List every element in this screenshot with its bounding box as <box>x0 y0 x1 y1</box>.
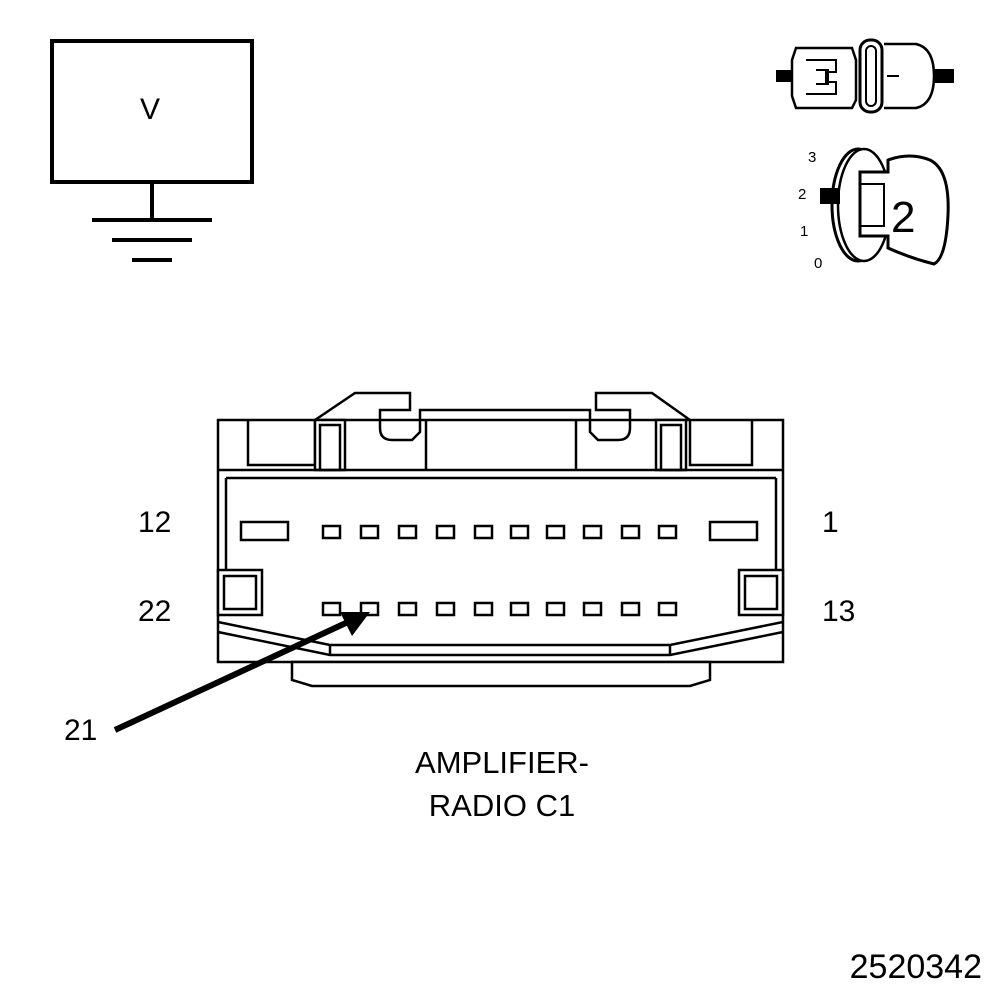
pin-label-top-right: 1 <box>822 506 839 539</box>
callout-pin-label: 21 <box>64 714 98 747</box>
voltmeter-label: V <box>140 93 161 126</box>
ignition-position-1: 1 <box>800 223 809 240</box>
connector-face <box>216 391 785 688</box>
connector-name-line1: AMPLIFIER- <box>415 745 589 780</box>
callout-arrow <box>113 612 370 733</box>
ignition-indicator-icon <box>820 188 840 204</box>
pin-label-bottom-left: 22 <box>138 595 172 628</box>
pin-label-top-left: 12 <box>138 506 172 539</box>
pin-cavities-bottom-row <box>321 601 678 617</box>
ignition-position-0: 0 <box>814 255 823 272</box>
ignition-position-2: 2 <box>798 186 807 203</box>
connector-name-line2: RADIO C1 <box>428 788 576 823</box>
ignition-position-3: 3 <box>808 149 817 166</box>
pin-cavities-top-row <box>321 524 678 540</box>
voltmeter-symbol <box>50 39 254 220</box>
ignition-switch-icon <box>820 147 950 266</box>
pin-label-bottom-right: 13 <box>822 595 856 628</box>
figure-number: 2520342 <box>849 948 982 986</box>
ground-symbol <box>92 218 212 262</box>
disconnected-connector-icon <box>776 38 954 114</box>
ignition-key-position: 2 <box>891 193 916 242</box>
